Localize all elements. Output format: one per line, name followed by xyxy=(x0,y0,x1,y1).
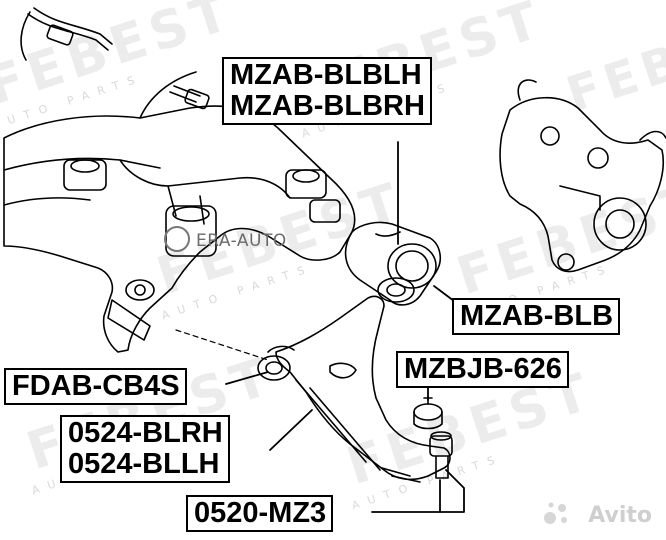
label-lower-arm: 0524-BLRH 0524-BLLH xyxy=(60,415,230,483)
label-lower-ball-joint: 0520-MZ3 xyxy=(186,495,334,532)
subframe-crossmember xyxy=(3,71,356,353)
label-upper-bushing-line1: MZAB-BLBLH xyxy=(230,59,422,91)
steering-knuckle xyxy=(499,79,666,273)
label-lower-arm-line2: 0524-BLLH xyxy=(68,448,220,480)
avito-badge: Avito xyxy=(588,503,652,528)
label-front-bushing: FDAB-CB4S xyxy=(4,368,187,405)
stabilizer-bar xyxy=(20,7,210,110)
label-upper-bushing-line2: MZAB-BLBRH xyxy=(230,90,425,122)
alignment-dash-line xyxy=(175,329,269,361)
label-ball-joint-boot: MZBJB-626 xyxy=(396,351,569,388)
lower-control-arm xyxy=(257,295,451,483)
arm-mount-bracket xyxy=(344,221,442,306)
label-lower-arm-line1: 0524-BLRH xyxy=(68,417,223,449)
avito-dots-icon xyxy=(544,502,567,524)
leader-lines xyxy=(225,141,465,513)
ball-joint-lower xyxy=(429,431,453,479)
era-auto-logo-text: ERA-AUTO xyxy=(196,231,287,251)
era-auto-logo-icon xyxy=(164,226,190,252)
label-upper-bushing: MZAB-BLBLH MZAB-BLBRH xyxy=(222,57,432,125)
label-rear-bushing: MZAB-BLB xyxy=(452,298,621,335)
